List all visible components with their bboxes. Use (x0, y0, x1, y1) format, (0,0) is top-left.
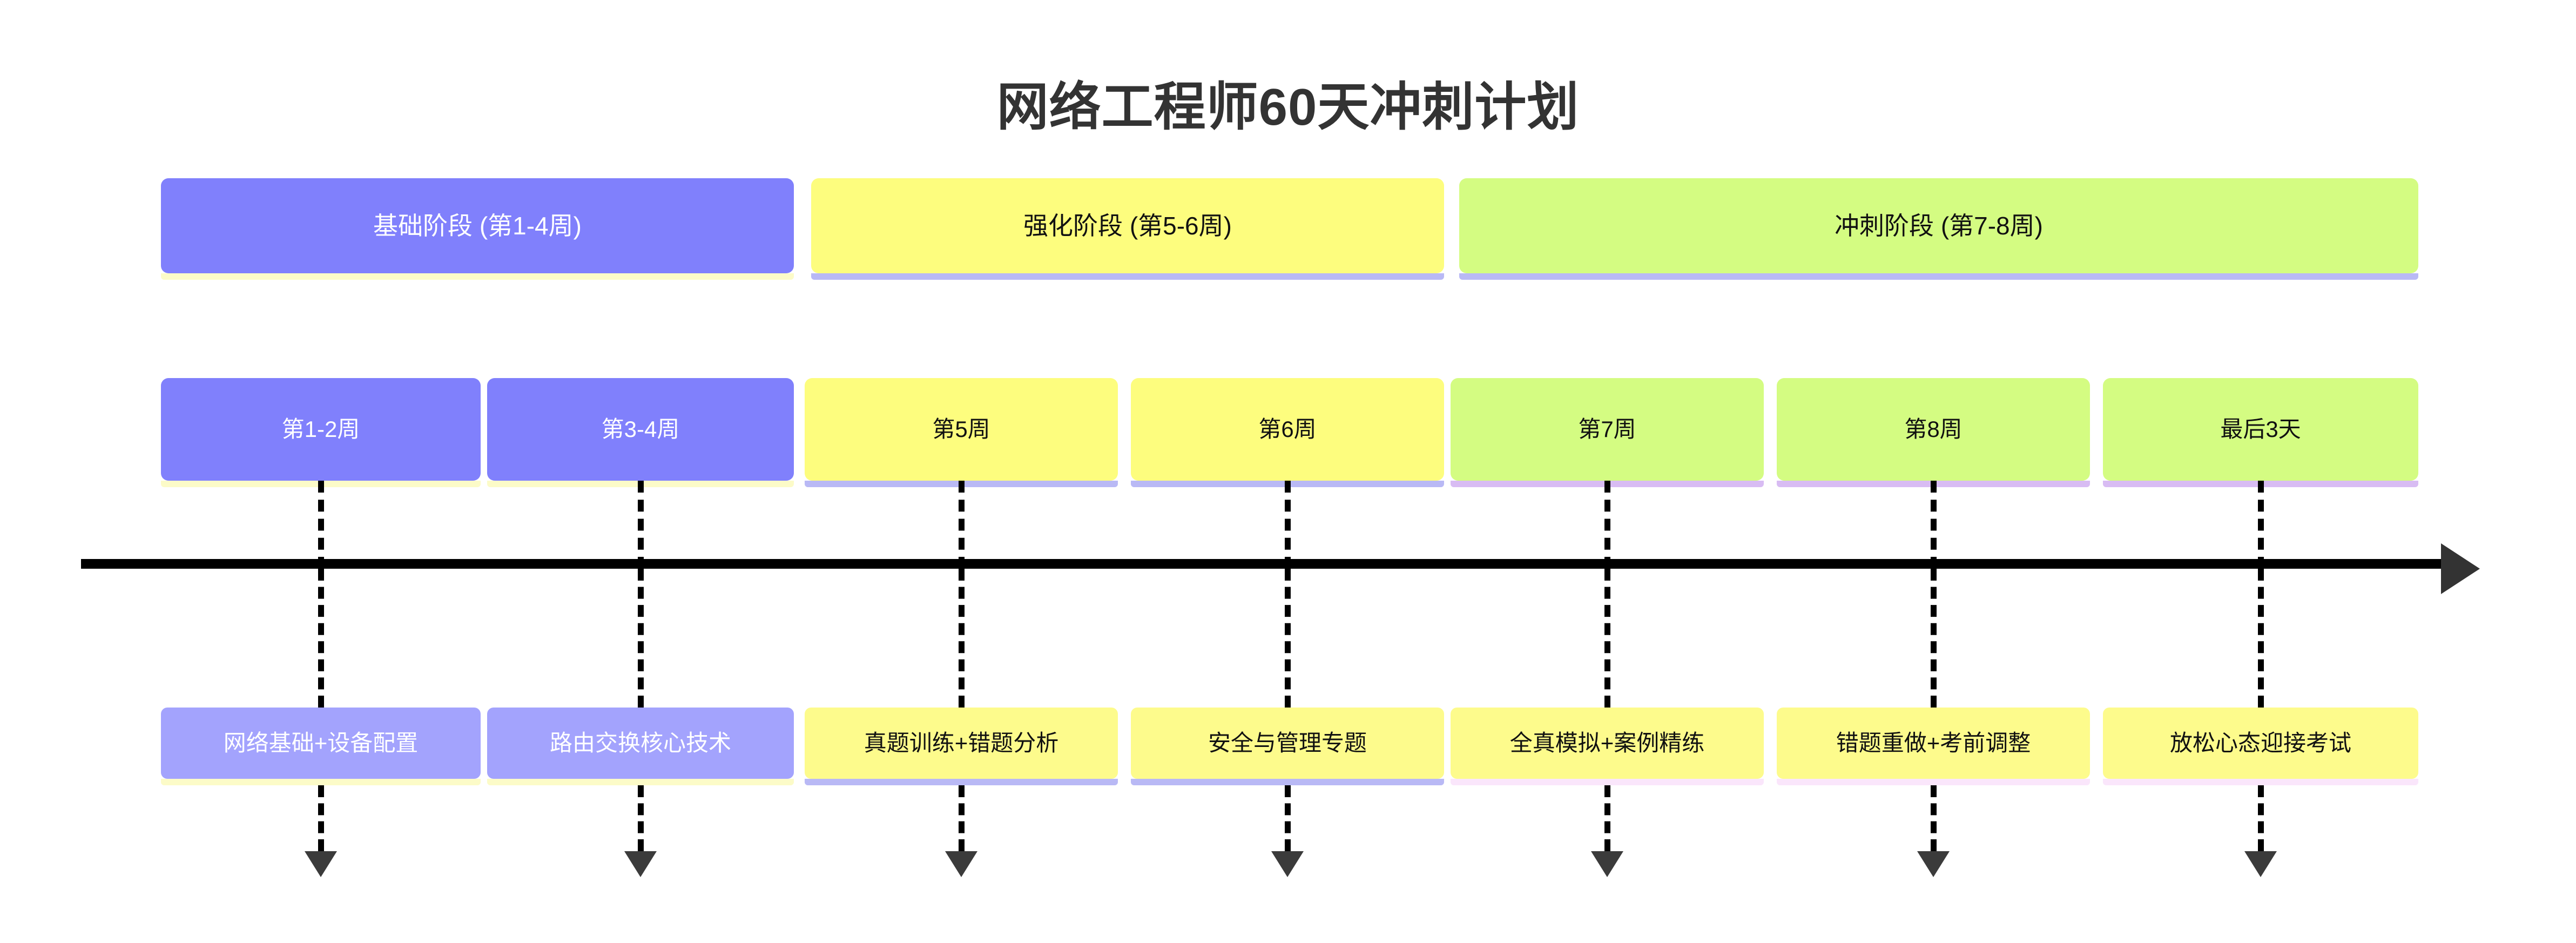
connector-timeline-to-task (1931, 569, 1937, 708)
week-box-label: 第6周 (1258, 416, 1317, 442)
connector-week-to-timeline (2258, 481, 2264, 569)
phase-bar-2[interactable]: 强化阶段 (第5-6周) (811, 178, 1444, 273)
week-box-5[interactable]: 第7周 (1451, 378, 1764, 481)
phase-bar-shadow (811, 273, 1444, 280)
connector-task-to-arrow (318, 785, 324, 851)
connector-timeline-to-task (638, 569, 644, 708)
down-arrow-icon (1917, 851, 1950, 877)
phase-bar-label: 强化阶段 (第5-6周) (1023, 211, 1232, 240)
phase-bar-3[interactable]: 冲刺阶段 (第7-8周) (1459, 178, 2418, 273)
task-box-3[interactable]: 真题训练+错题分析 (805, 708, 1118, 779)
down-arrow-icon (945, 851, 977, 877)
connector-timeline-to-task (318, 569, 324, 708)
phase-bar-1[interactable]: 基础阶段 (第1-4周) (161, 178, 794, 273)
connector-task-to-arrow (2258, 785, 2264, 851)
task-box-shadow (487, 779, 794, 785)
connector-timeline-to-task (1285, 569, 1291, 708)
task-box-label: 路由交换核心技术 (549, 730, 731, 756)
connector-week-to-timeline (318, 481, 324, 569)
task-box-shadow (2103, 779, 2418, 785)
down-arrow-icon (1271, 851, 1304, 877)
connector-task-to-arrow (1604, 785, 1610, 851)
week-box-4[interactable]: 第6周 (1131, 378, 1444, 481)
page-title: 网络工程师60天冲刺计划 (996, 78, 1580, 136)
connector-task-to-arrow (1931, 785, 1937, 851)
week-box-label: 第1-2周 (281, 416, 360, 442)
connector-task-to-arrow (638, 785, 644, 851)
phase-bar-label: 基础阶段 (第1-4周) (373, 211, 582, 240)
connector-timeline-to-task (959, 569, 965, 708)
week-box-label: 第3-4周 (601, 416, 680, 442)
task-box-4[interactable]: 安全与管理专题 (1131, 708, 1444, 779)
task-box-7[interactable]: 放松心态迎接考试 (2103, 708, 2418, 779)
connector-timeline-to-task (2258, 569, 2264, 708)
connector-week-to-timeline (1604, 481, 1610, 569)
phase-bar-label: 冲刺阶段 (第7-8周) (1835, 211, 2043, 240)
week-box-6[interactable]: 第8周 (1777, 378, 2090, 481)
task-box-6[interactable]: 错题重做+考前调整 (1777, 708, 2090, 779)
task-box-label: 网络基础+设备配置 (223, 730, 419, 756)
connector-week-to-timeline (638, 481, 644, 569)
week-box-label: 第5周 (932, 416, 990, 442)
down-arrow-icon (1591, 851, 1623, 877)
task-box-shadow (1131, 779, 1444, 785)
week-box-2[interactable]: 第3-4周 (487, 378, 794, 481)
task-box-label: 全真模拟+案例精练 (1509, 730, 1705, 756)
week-box-7[interactable]: 最后3天 (2103, 378, 2418, 481)
week-box-1[interactable]: 第1-2周 (161, 378, 481, 481)
task-box-label: 真题训练+错题分析 (864, 730, 1059, 756)
task-box-shadow (1451, 779, 1764, 785)
task-box-5[interactable]: 全真模拟+案例精练 (1451, 708, 1764, 779)
task-box-label: 安全与管理专题 (1208, 730, 1367, 756)
connector-timeline-to-task (1604, 569, 1610, 708)
week-box-label: 第8周 (1904, 416, 1963, 442)
connector-week-to-timeline (959, 481, 965, 569)
task-box-label: 放松心态迎接考试 (2169, 730, 2351, 756)
task-box-shadow (805, 779, 1118, 785)
connector-task-to-arrow (959, 785, 965, 851)
down-arrow-icon (305, 851, 337, 877)
connector-week-to-timeline (1285, 481, 1291, 569)
task-box-shadow (1777, 779, 2090, 785)
timeline-line (81, 559, 2441, 569)
timeline-arrow-icon (2441, 543, 2480, 594)
phase-bar-shadow (1459, 273, 2418, 280)
connector-task-to-arrow (1285, 785, 1291, 851)
task-box-label: 错题重做+考前调整 (1836, 730, 2031, 756)
week-box-3[interactable]: 第5周 (805, 378, 1118, 481)
down-arrow-icon (624, 851, 657, 877)
connector-week-to-timeline (1931, 481, 1937, 569)
week-box-label: 第7周 (1578, 416, 1636, 442)
task-box-1[interactable]: 网络基础+设备配置 (161, 708, 481, 779)
task-box-2[interactable]: 路由交换核心技术 (487, 708, 794, 779)
task-box-shadow (161, 779, 481, 785)
down-arrow-icon (2244, 851, 2277, 877)
phase-bar-shadow (161, 273, 794, 280)
week-box-label: 最后3天 (2220, 416, 2301, 442)
